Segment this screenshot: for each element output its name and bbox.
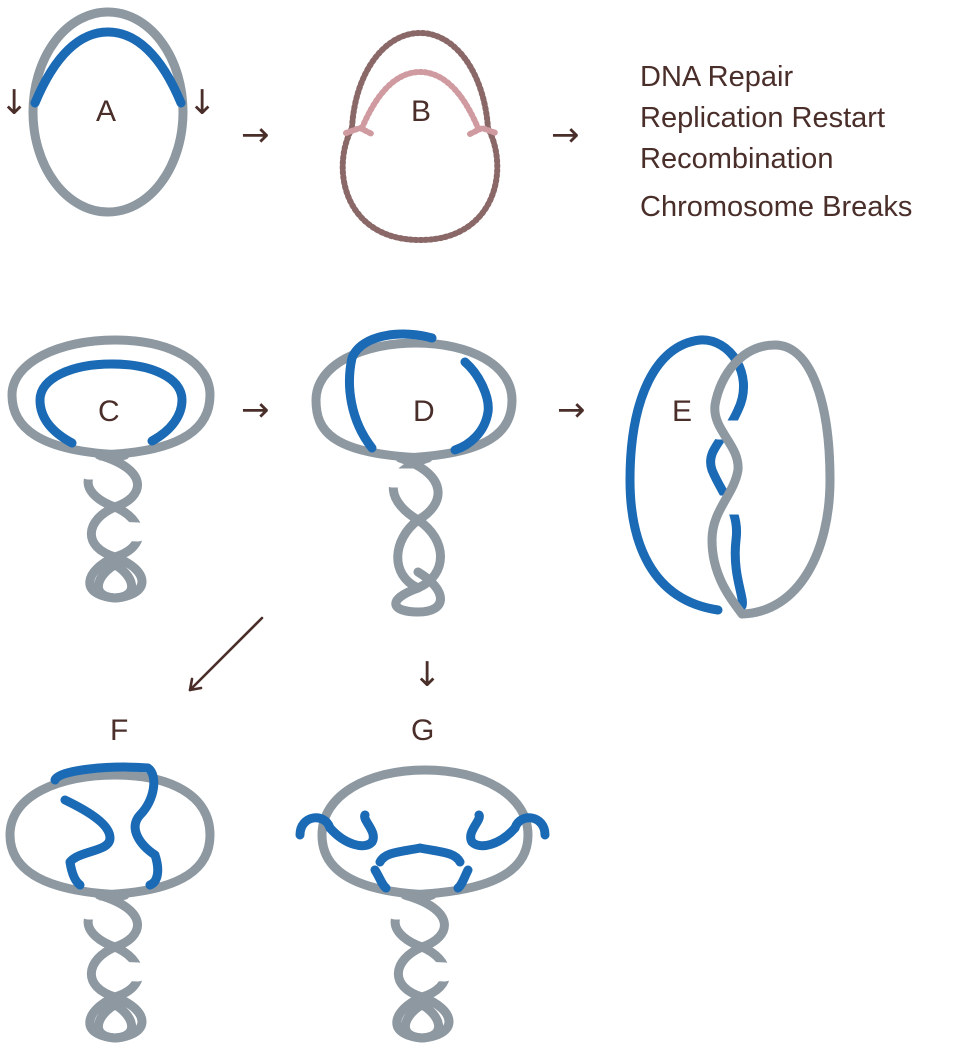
panel-b-right-fork (467, 124, 499, 137)
panel-c-blue-strand (35, 359, 187, 448)
panel-c-label: C (98, 395, 120, 428)
arrow-b-to-outcomes: → (551, 115, 580, 155)
panel-g-label: G (411, 714, 434, 747)
panel-e-label: E (672, 395, 692, 428)
panel-c-structure (7, 335, 215, 603)
outcome-dna-repair: DNA Repair (640, 61, 793, 93)
panel-f-blue-strand (50, 762, 163, 890)
panel-f-gray-bubble (5, 770, 215, 900)
panel-d-gray-twist-b (393, 453, 443, 593)
panel-c-gray-bubble (7, 335, 215, 460)
panel-c-gray-twist-b (86, 450, 147, 603)
outcome-recombination: Recombination (640, 143, 833, 175)
outcome-chromosome-breaks: Chromosome Breaks (640, 191, 912, 223)
panel-a-right-arrow: ↓ (188, 83, 217, 123)
panel-g-gray-bubble (317, 765, 533, 900)
panel-b-left-fork (343, 124, 375, 137)
panel-b-structure (339, 29, 501, 244)
panel-g-structure (295, 765, 550, 1043)
panel-b-label: B (411, 95, 431, 128)
panel-b-lower-loop (339, 125, 501, 244)
panel-e-gray-loop (707, 340, 835, 619)
panel-g-blue-strand (295, 810, 550, 893)
arrow-to-f (188, 616, 264, 692)
panel-b-inner-outline (359, 68, 481, 131)
arrow-a-to-b: → (241, 115, 270, 155)
panel-a-label: A (96, 95, 116, 128)
arrow-d-to-e: → (557, 390, 586, 430)
panel-e-structure (625, 335, 835, 619)
panel-b-outer-outline (349, 29, 491, 131)
panel-a-left-arrow: ↓ (0, 83, 29, 123)
panel-d-gray-bubble (311, 338, 517, 463)
panel-a-structure (28, 7, 188, 217)
panel-f-gray-twist-b (86, 890, 147, 1043)
panel-d-label: D (413, 395, 435, 428)
panel-g-gray-twist-b (393, 890, 454, 1043)
arrow-c-to-d: → (241, 390, 270, 430)
outcome-replication-restart: Replication Restart (640, 102, 885, 134)
arrow-d-to-g: ↓ (413, 655, 442, 695)
panel-a-blue-strand (30, 27, 186, 108)
panel-a-gray-loop (28, 7, 188, 217)
panel-d-structure (311, 329, 517, 617)
outcomes-list: DNA Repair Replication Restart Recombina… (640, 61, 912, 223)
panel-d-blue-strand (345, 329, 493, 455)
panel-f-label: F (110, 714, 128, 747)
panel-f-structure (5, 762, 215, 1043)
